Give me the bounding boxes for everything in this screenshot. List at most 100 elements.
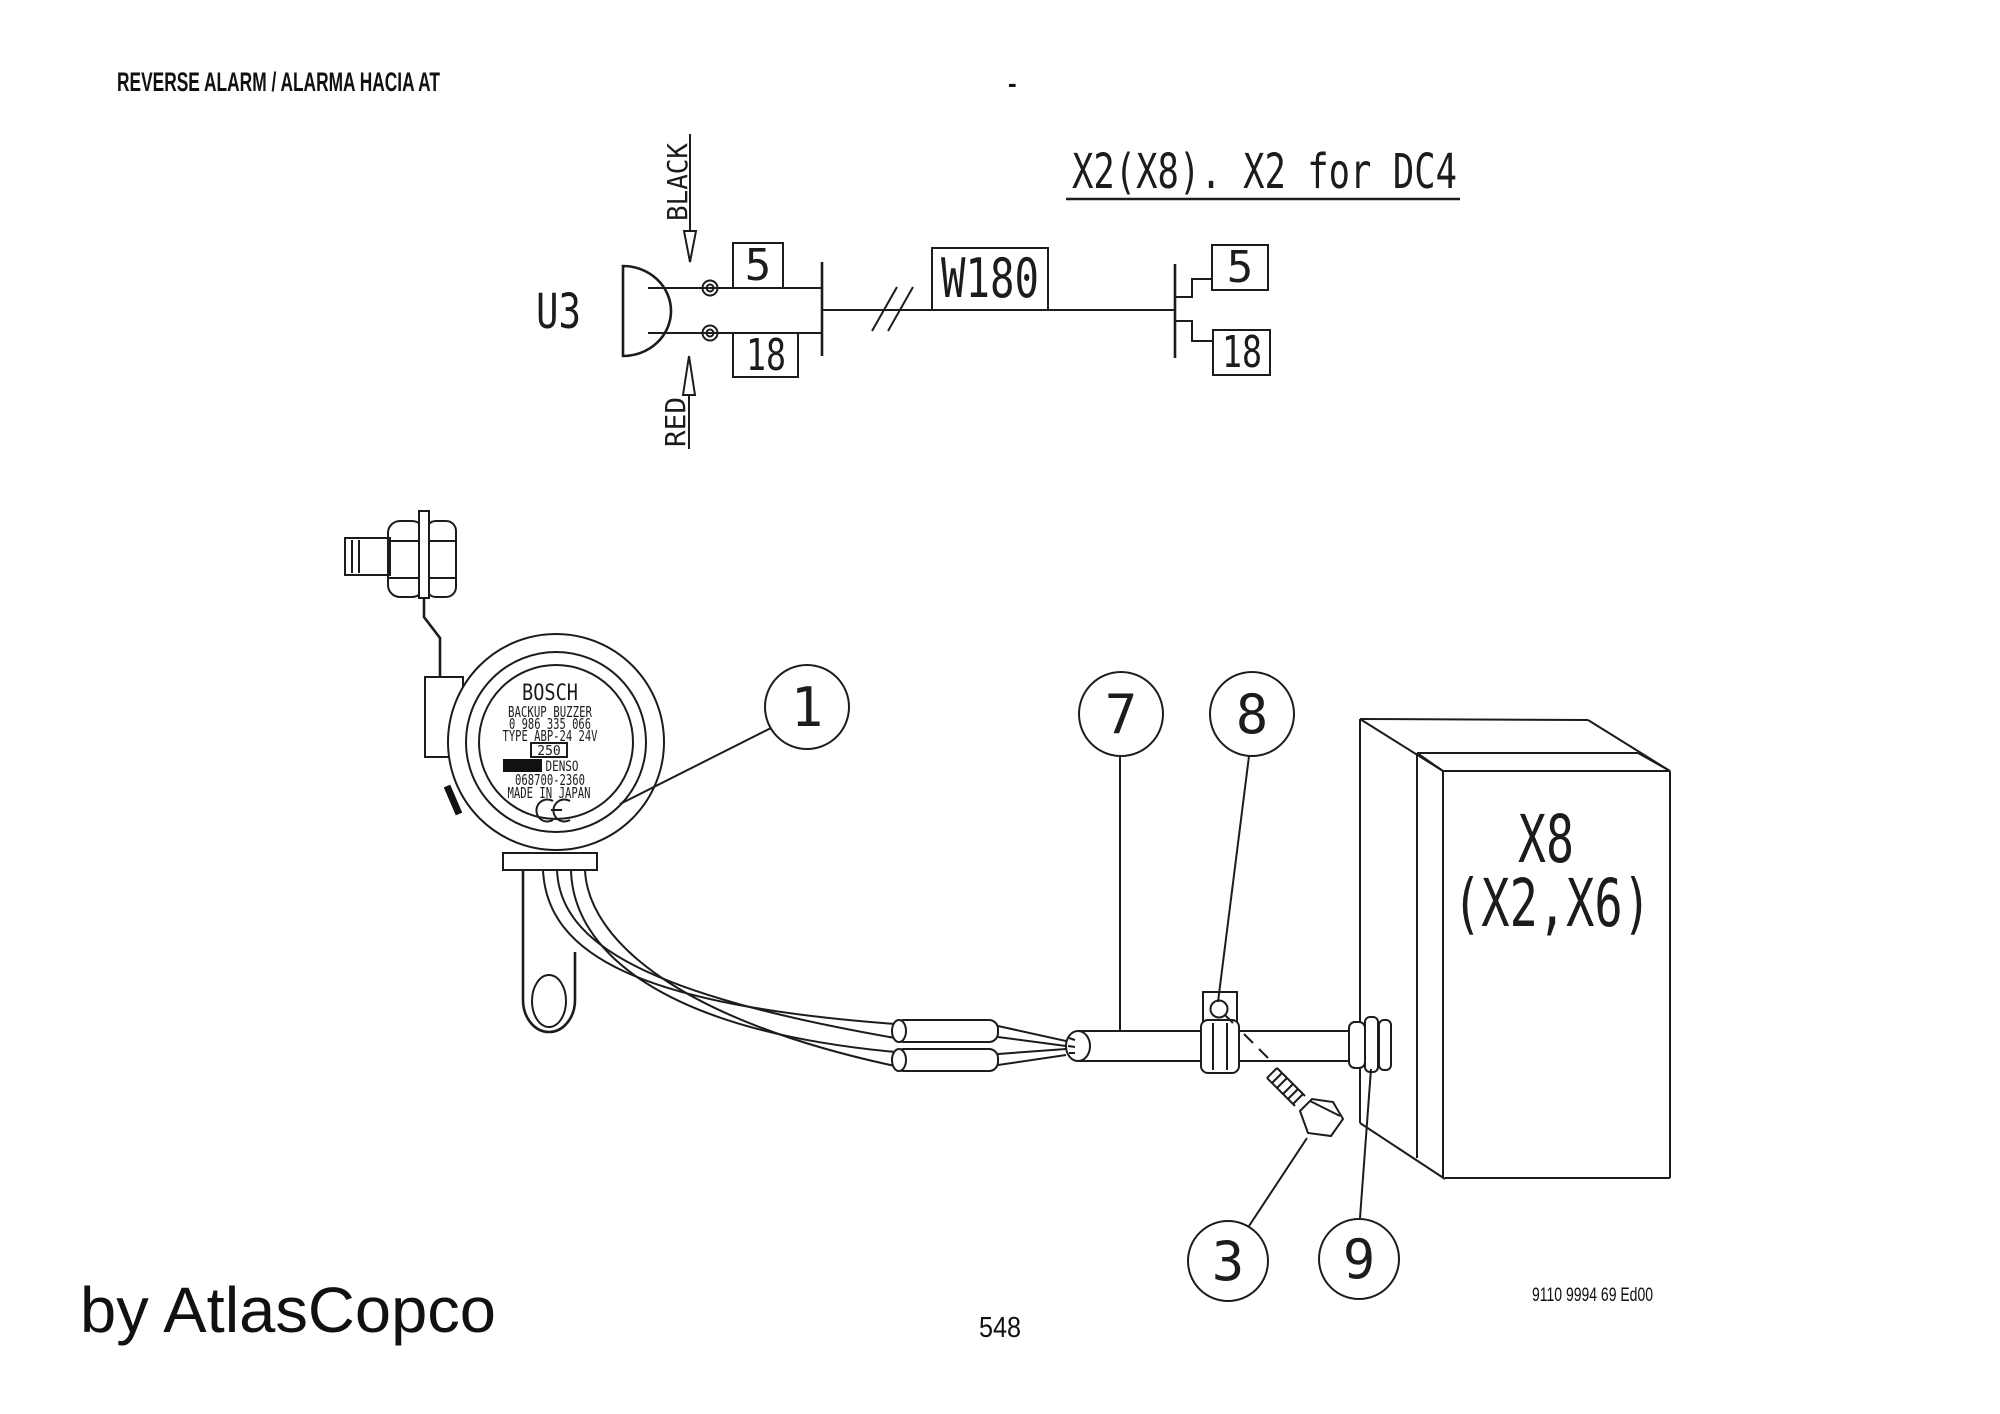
connector-body <box>1348 1021 1366 1069</box>
page-title-text: REVERSE ALARM / ALARMA HACIA AT <box>117 67 440 97</box>
cable-strand-1 <box>1068 1037 1076 1041</box>
rating-box <box>530 742 568 758</box>
red-arrow-head-icon <box>681 355 697 396</box>
dash-2 <box>1258 1048 1269 1059</box>
pin-box-right-18 <box>1212 329 1271 376</box>
callout-number-3: 3 <box>1212 1230 1245 1293</box>
buzzer-product: BACKUP BUZZER <box>508 703 593 721</box>
thread-2 <box>1271 1072 1283 1084</box>
wire-b-edge1 <box>570 869 896 1053</box>
buzzer-brand: BOSCH <box>522 681 578 706</box>
doc-reference: 9110 9994 69 Ed00 <box>1532 1285 1653 1306</box>
bolt-head <box>1298 1097 1345 1138</box>
connector-box-x8: X8 (X2,X6) <box>1359 718 1671 1180</box>
bracket-plate-edge <box>418 510 430 599</box>
callout-balloon-7 <box>1078 671 1164 757</box>
shank-edge-2 <box>1266 1077 1296 1107</box>
stud-shank <box>344 537 391 576</box>
callout-balloon-8 <box>1209 671 1295 757</box>
pin-right-18: 18 <box>1222 327 1262 378</box>
callout-balloon-1 <box>764 664 850 750</box>
lead-2 <box>997 1036 1067 1047</box>
connector-washer-2 <box>1378 1019 1392 1071</box>
thread-4 <box>1282 1083 1294 1095</box>
callouts: 1 7 8 3 9 <box>619 664 1400 1302</box>
pin-box-right-5 <box>1211 244 1269 291</box>
footer: by AtlasCopco 548 9110 9994 69 Ed00 <box>80 1274 1653 1346</box>
bolt-head-facet <box>1309 1100 1341 1117</box>
thread-6 <box>1292 1093 1304 1105</box>
lead-4 <box>997 1054 1067 1066</box>
box-bottom-left-diag <box>1359 1122 1446 1180</box>
terminal-bottom-icon <box>701 324 719 342</box>
pin-box-left-18 <box>732 332 799 378</box>
buzzer-rating: 250 <box>537 744 560 759</box>
wire-color-top: BLACK <box>661 143 694 221</box>
thread-5 <box>1287 1088 1299 1100</box>
terminal-top-icon <box>701 279 719 297</box>
ground-strap <box>521 870 577 1034</box>
callout-number-9: 9 <box>1343 1228 1376 1291</box>
clamp-screw-icon <box>1209 999 1229 1019</box>
buzzer-part-no: 0 986 335 066 <box>509 715 591 733</box>
buzzer-type: TYPE ABP-24 24V <box>503 727 598 745</box>
callout-balloon-9 <box>1318 1218 1400 1300</box>
page-number: 548 <box>979 1312 1021 1344</box>
box-label-line2: (X2,X6) <box>1453 865 1651 942</box>
mounting-bolt <box>344 510 457 599</box>
box-lid-corner-diag <box>1416 752 1444 772</box>
connector-washer-1 <box>1364 1016 1379 1073</box>
lead-1 <box>997 1025 1067 1042</box>
box-lid-diag <box>1637 752 1671 772</box>
terminal-top-inner <box>705 283 715 293</box>
red-wire-label: RED <box>659 355 697 449</box>
cable-connector <box>1348 1016 1392 1073</box>
buzzer-symbol <box>621 264 673 358</box>
denso-logo-bar <box>503 759 542 772</box>
clamp-screw-slot <box>1224 1014 1234 1024</box>
schematic-heading: X2(X8). X2 for DC4 <box>1072 144 1457 200</box>
callout-number-7: 7 <box>1105 683 1138 746</box>
leader-3 <box>1248 1137 1308 1227</box>
shank-edge-1 <box>1276 1067 1306 1097</box>
wire-color-bottom: RED <box>659 397 692 447</box>
buzzer-face-label: BOSCH BACKUP BUZZER 0 986 335 066 TYPE A… <box>503 681 598 823</box>
splice-sleeve-top <box>894 1019 999 1043</box>
pin-box-left-5 <box>732 242 784 289</box>
strap-hole <box>531 974 567 1028</box>
callout-number-1: 1 <box>791 676 824 739</box>
buzzer-maker: DENSO <box>546 759 579 775</box>
hex-bolt <box>1266 1067 1345 1138</box>
nut-back <box>425 520 457 598</box>
wire-a-edge2 <box>556 869 896 1039</box>
box-top-outer <box>1359 718 1589 721</box>
leader-8 <box>1217 755 1250 1003</box>
buzzer-assembly: BOSCH BACKUP BUZZER 0 986 335 066 TYPE A… <box>344 510 665 1034</box>
buzzer-bottom-tab <box>502 852 598 871</box>
sleeve-cap-top <box>891 1019 907 1043</box>
wiring-schematic: BLACK RED U3 5 18 W180 <box>536 134 1460 449</box>
device-label-u3: U3 <box>536 284 581 340</box>
black-arrow-head-icon <box>682 230 698 263</box>
break-mark-1 <box>871 286 898 332</box>
page-title: REVERSE ALARM / ALARMA HACIA AT - <box>117 67 1017 98</box>
box-label-line1: X8 <box>1518 801 1574 878</box>
ce-mark-icon <box>535 798 571 823</box>
cable-strand-2 <box>1067 1045 1076 1048</box>
right-pin-lead-bottom <box>1175 320 1213 342</box>
sleeve-cap-bottom <box>891 1048 907 1072</box>
bracket-strap <box>422 598 442 677</box>
right-pin-lead-top <box>1175 278 1212 298</box>
leader-9 <box>1359 1068 1372 1219</box>
pin-left-5: 5 <box>745 240 772 291</box>
callout-number-8: 8 <box>1236 683 1269 746</box>
lead-3 <box>997 1048 1067 1055</box>
harness-label: W180 <box>941 247 1039 310</box>
dash-1 <box>1243 1033 1254 1044</box>
thread-3 <box>1276 1077 1288 1089</box>
pin-left-18: 18 <box>746 330 786 381</box>
leader-1 <box>619 727 772 805</box>
clamp-band <box>1200 1019 1240 1074</box>
black-wire-label: BLACK <box>661 134 698 263</box>
